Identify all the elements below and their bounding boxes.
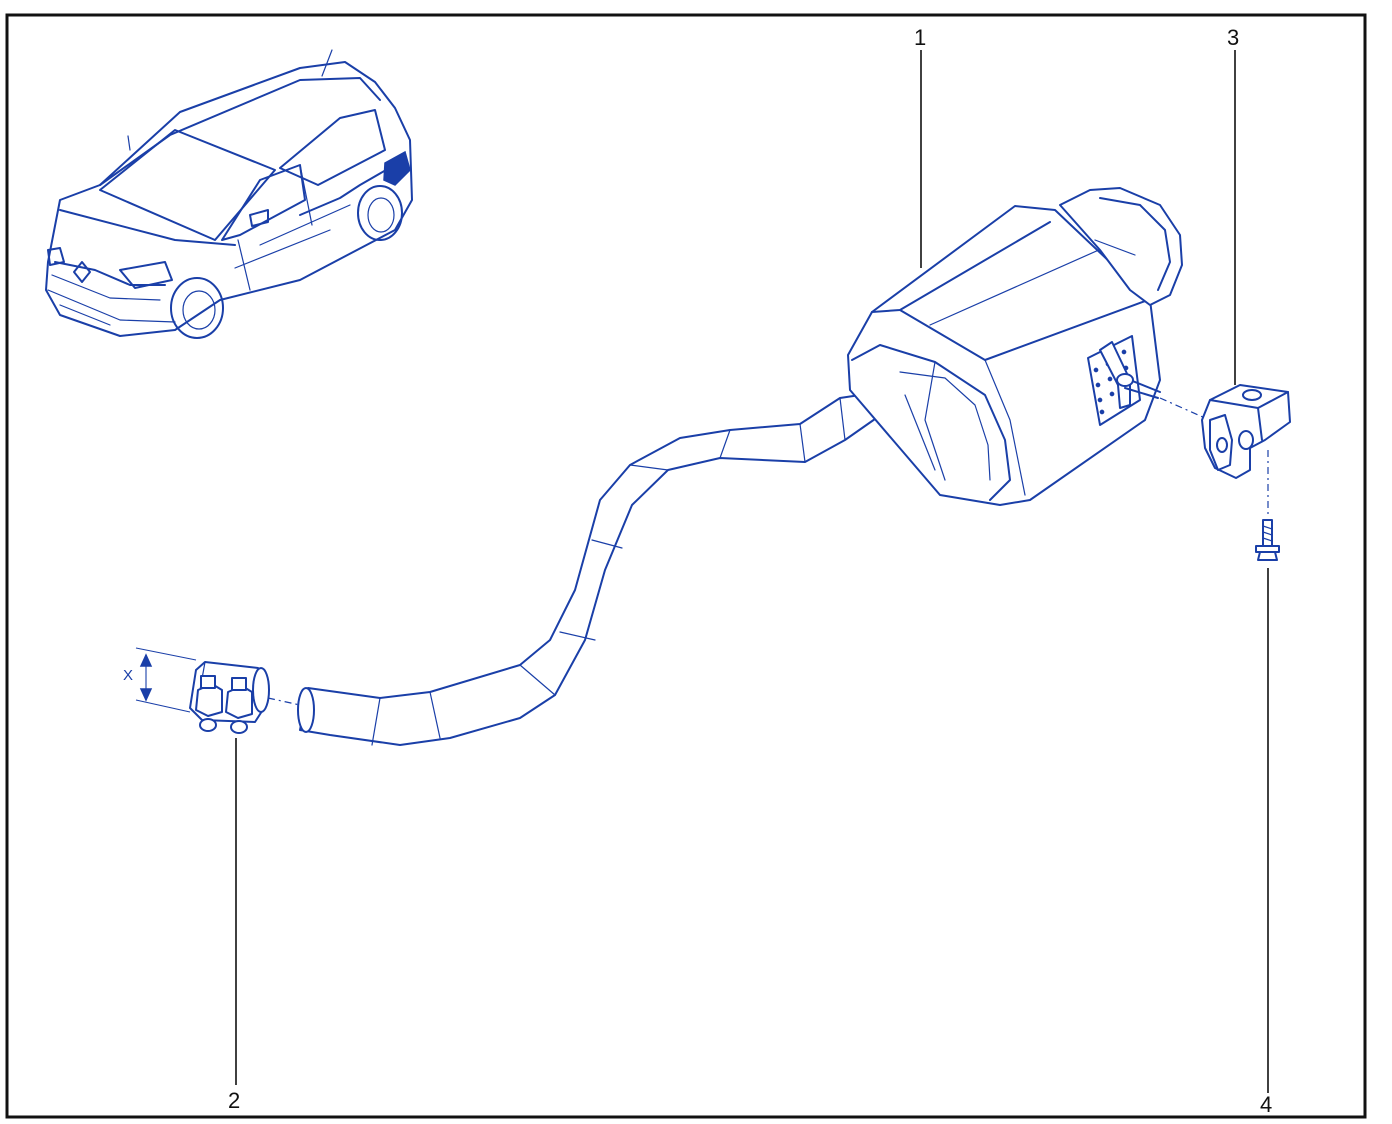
dimension-x: X — [123, 647, 197, 713]
rear-silencer-assembly — [297, 187, 1183, 746]
mounting-bracket — [1201, 384, 1291, 479]
bracket-axis-line — [1159, 397, 1206, 419]
vehicle-locator-illustration — [45, 49, 413, 339]
clamp-axis-line — [267, 697, 301, 706]
callout-2: 2 — [228, 1088, 240, 1113]
exhaust-clamp — [189, 661, 270, 734]
callout-4: 4 — [1260, 1092, 1272, 1117]
callout-1: 1 — [914, 25, 926, 50]
diagram-frame — [5, 13, 1367, 1119]
callout-3: 3 — [1227, 25, 1239, 50]
dimension-x-label: X — [123, 667, 133, 684]
bolt — [1255, 519, 1280, 561]
